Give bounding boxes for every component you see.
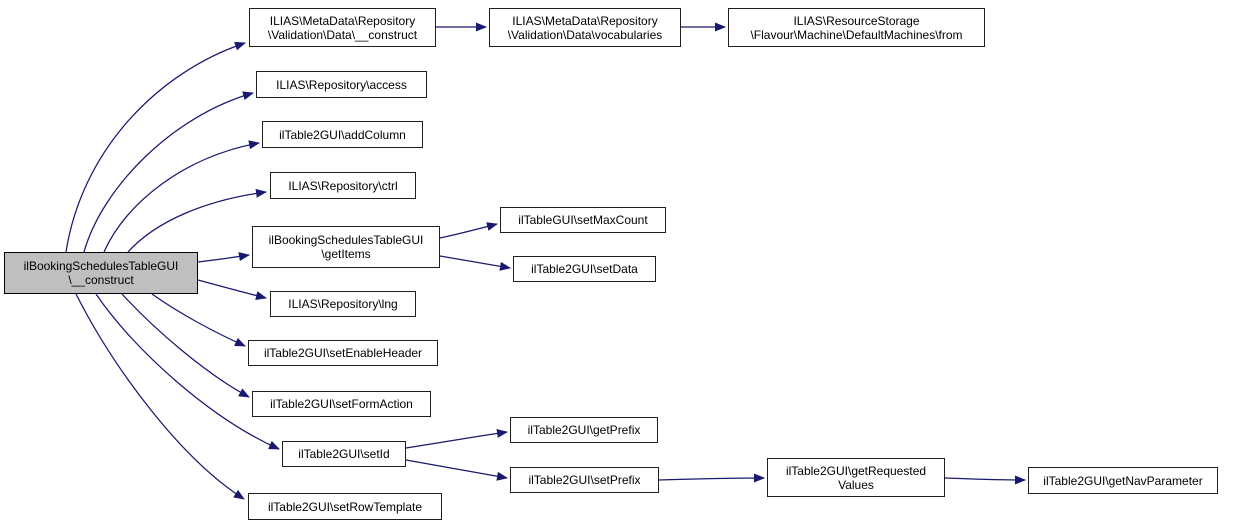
node-label-line: ILIAS\MetaData\Repository [269,13,416,28]
node-repository-access[interactable]: ILIAS\Repository\access [256,71,427,98]
node-label-line: ilTableGUI\setMaxCount [518,213,648,227]
node-label-line: ILIAS\ResourceStorage [793,13,920,28]
node-label-line: \Flavour\Machine\DefaultMachines\from [750,27,963,42]
node-setformaction[interactable]: ilTable2GUI\setFormAction [252,391,431,417]
node-booking-construct: ilBookingSchedulesTableGUI\__construct [4,252,198,294]
node-setenableheader[interactable]: ilTable2GUI\setEnableHeader [248,340,438,366]
edge-booking-construct-to-metadata-construct [65,41,246,253]
node-repository-ctrl[interactable]: ILIAS\Repository\ctrl [270,172,416,199]
node-label-line: ilTable2GUI\setFormAction [270,397,413,411]
node-label-line: ilTable2GUI\addColumn [279,127,406,142]
edge-booking-construct-to-setformaction [121,293,250,398]
node-label-line: \Validation\Data\__construct [267,27,418,42]
edge-setid-to-setprefix [405,459,508,481]
node-label-line: ilTable2GUI\setId [298,447,390,461]
edge-setprefix-to-getrequestedvalues [658,473,765,483]
edge-booking-construct-to-repository-lng [197,279,267,300]
edge-booking-construct-to-setenableheader [151,293,246,347]
node-setrowtemplate[interactable]: ilTable2GUI\setRowTemplate [248,493,442,520]
node-setdata[interactable]: ilTable2GUI\setData [513,256,656,282]
node-label-line: ilTable2GUI\getNavParameter [1043,473,1203,488]
node-defaultmachines-from[interactable]: ILIAS\ResourceStorage\Flavour\Machine\De… [728,8,985,47]
edge-booking-construct-to-setrowtemplate [75,293,245,500]
edge-booking-construct-to-setid [95,293,280,450]
edge-setid-to-getprefix [405,428,508,449]
edge-booking-construct-to-getitems [197,252,250,263]
node-label-line: ilTable2GUI\setEnableHeader [263,346,423,360]
node-label-line: ilTable2GUI\getPrefix [527,423,641,437]
node-getnavparameter[interactable]: ilTable2GUI\getNavParameter [1028,467,1218,494]
node-label-line: ilTable2GUI\getRequested [785,463,927,478]
node-label-line: \getItems [321,247,371,261]
node-label-line: ilTable2GUI\setPrefix [528,473,641,487]
node-label-line: ILIAS\MetaData\Repository [512,13,658,28]
node-label-line: ILIAS\Repository\lng [288,297,398,311]
node-label-line: ilTable2GUI\setRowTemplate [267,499,423,514]
node-getitems[interactable]: ilBookingSchedulesTableGUI\getItems [252,226,440,268]
node-setid[interactable]: ilTable2GUI\setId [282,441,406,467]
edge-booking-construct-to-addcolumn [103,140,260,253]
node-label-line: ilBookingSchedulesTableGUI [268,233,424,247]
node-label-line: ilTable2GUI\setData [531,262,638,276]
node-setmaxcount[interactable]: ilTableGUI\setMaxCount [500,207,666,233]
edge-getitems-to-setmaxcount [439,222,498,239]
node-label-line: ilBookingSchedulesTableGUI [23,259,179,273]
node-setprefix[interactable]: ilTable2GUI\setPrefix [510,467,659,493]
node-label-line: ILIAS\Repository\ctrl [288,178,398,193]
node-metadata-vocabularies[interactable]: ILIAS\MetaData\Repository\Validation\Dat… [489,8,681,47]
node-addcolumn[interactable]: ilTable2GUI\addColumn [262,121,423,148]
edge-booking-construct-to-repository-access [83,91,254,253]
edge-booking-construct-to-repository-ctrl [127,188,267,253]
edge-getrequestedvalues-to-getnavparameter [944,475,1026,485]
node-label-line: \__construct [68,273,134,287]
node-label-line: \Validation\Data\vocabularies [507,27,663,42]
node-getprefix[interactable]: ilTable2GUI\getPrefix [510,417,658,443]
node-metadata-construct[interactable]: ILIAS\MetaData\Repository\Validation\Dat… [249,8,436,47]
node-repository-lng[interactable]: ILIAS\Repository\lng [270,291,416,317]
edge-getitems-to-setdata [439,255,511,271]
node-label-line: ILIAS\Repository\access [276,77,407,92]
node-label-line: Values [838,477,874,492]
